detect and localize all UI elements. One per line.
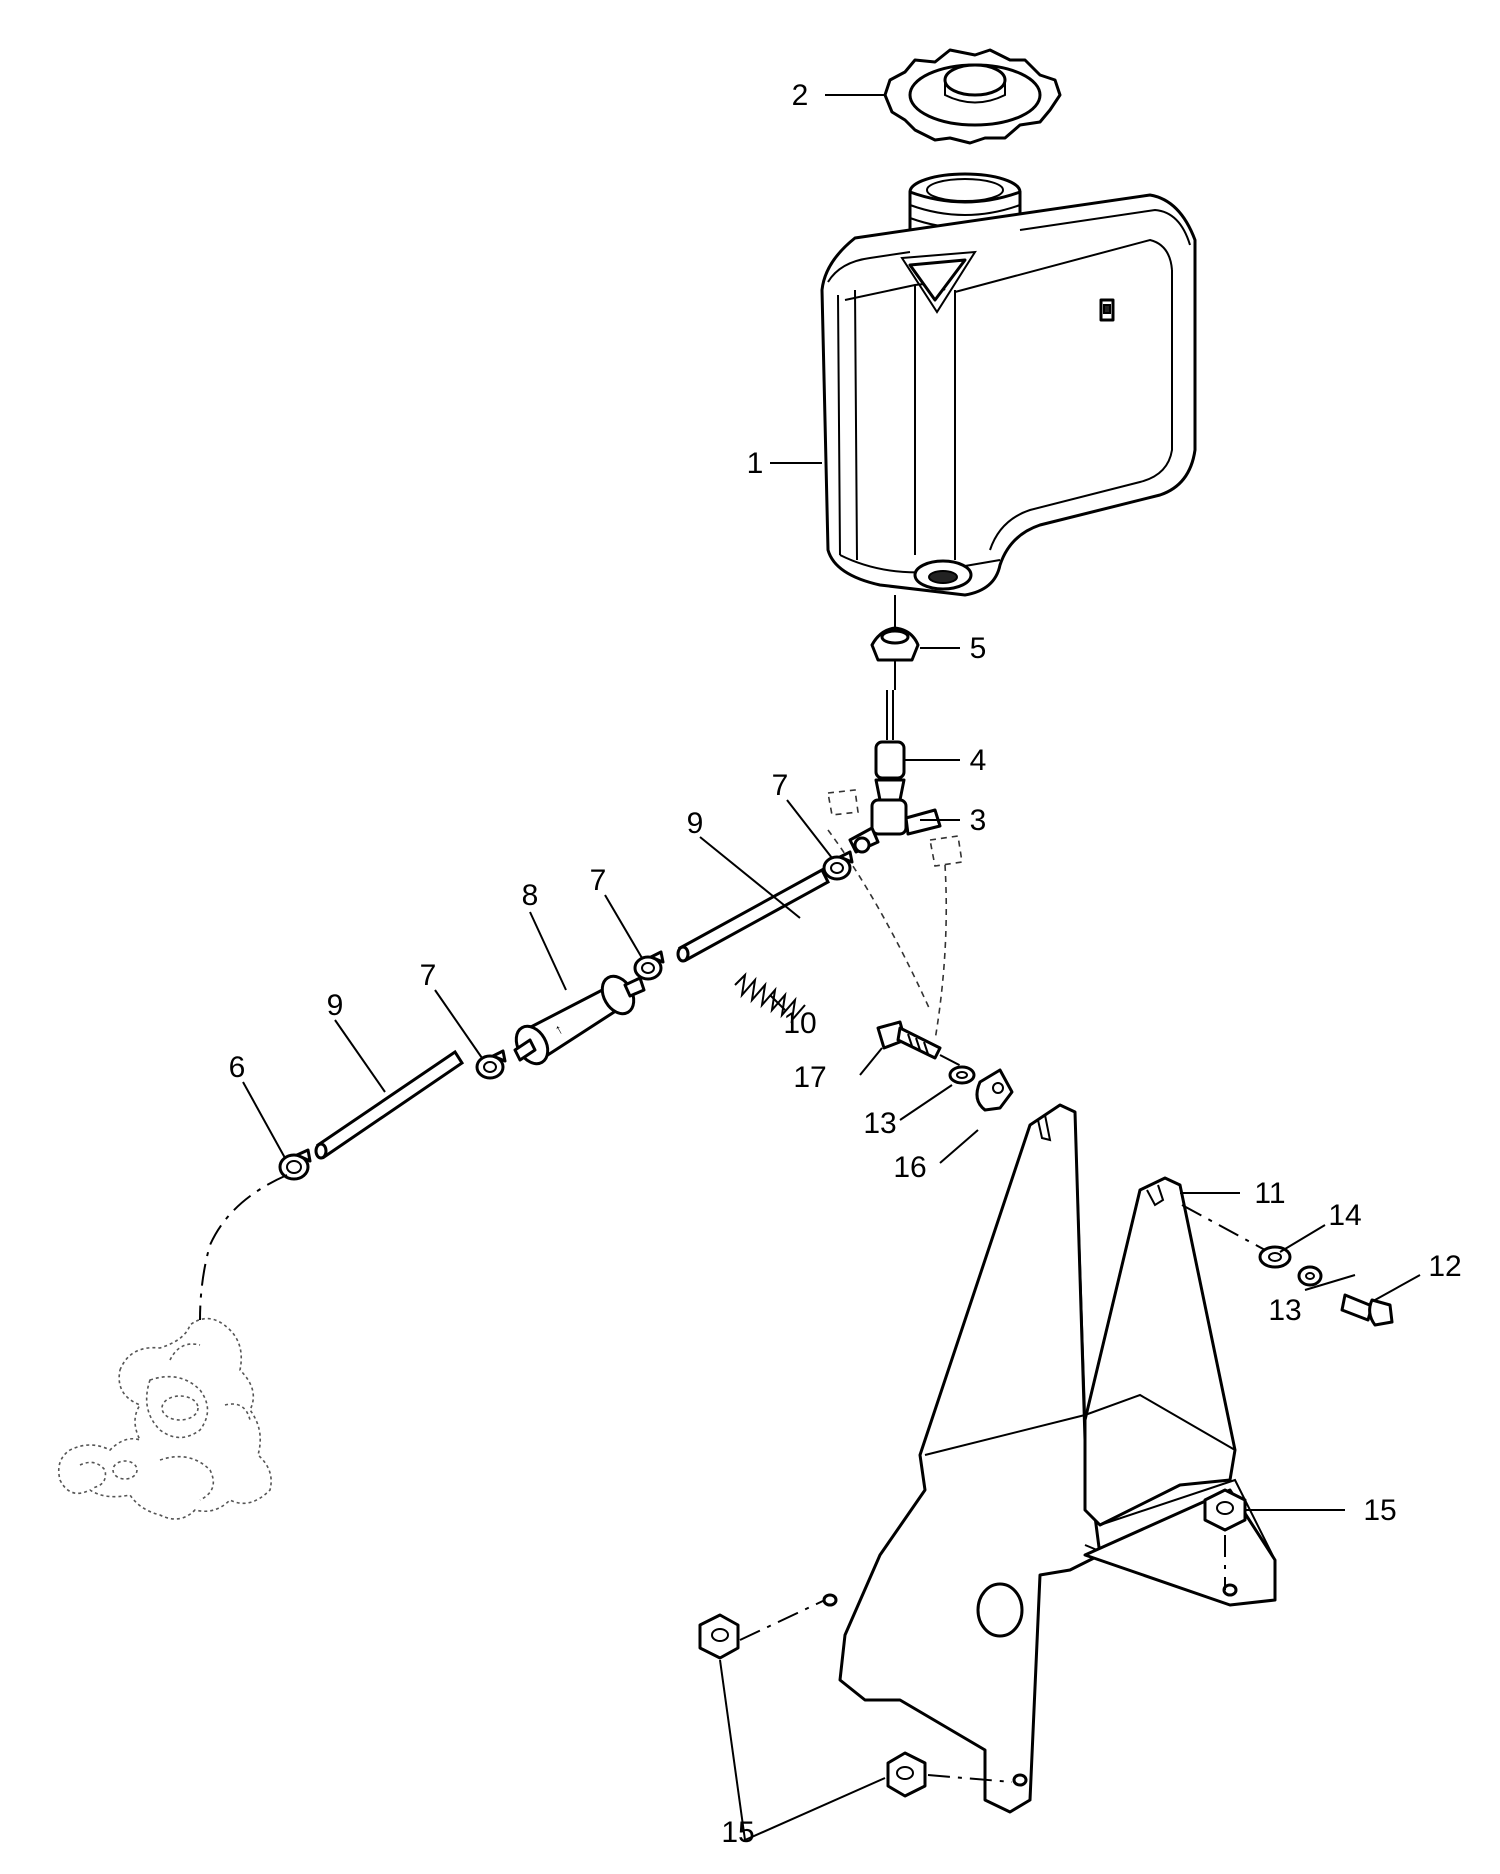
callout-1: 1 bbox=[747, 447, 764, 480]
callout-15-bottom: 15 bbox=[721, 1816, 754, 1849]
fuel-cap bbox=[883, 48, 1062, 145]
washer-13-upper bbox=[948, 1065, 976, 1085]
callout-6: 6 bbox=[229, 1051, 246, 1084]
callout-8: 8 bbox=[522, 879, 539, 912]
callout-7-lower: 7 bbox=[420, 959, 437, 992]
fuel-hose-lower bbox=[314, 1049, 465, 1160]
callout-15-right: 15 bbox=[1363, 1494, 1396, 1527]
bolt-12 bbox=[1340, 1293, 1394, 1327]
callout-17: 17 bbox=[793, 1061, 826, 1094]
callout-16: 16 bbox=[893, 1151, 926, 1184]
hose-clamp-upper bbox=[822, 850, 854, 881]
callouts: 2 1 5 4 3 7 9 7 8 7 10 9 6 17 13 16 11 1… bbox=[229, 79, 1462, 1849]
callout-3: 3 bbox=[970, 804, 987, 837]
washer-14 bbox=[1181, 1204, 1292, 1269]
leader-lines bbox=[242, 94, 1421, 1841]
nut-15-left bbox=[698, 1599, 826, 1660]
hose-clamp-lower bbox=[475, 1049, 507, 1080]
callout-10: 10 bbox=[783, 1007, 816, 1040]
hose-clamp-middle bbox=[633, 950, 665, 981]
tank-grommet bbox=[870, 626, 920, 662]
callout-12: 12 bbox=[1428, 1250, 1461, 1283]
nut-15-bottom bbox=[886, 1751, 1013, 1798]
callout-13-upper: 13 bbox=[863, 1107, 896, 1140]
callout-14: 14 bbox=[1328, 1199, 1361, 1232]
callout-5: 5 bbox=[970, 632, 987, 665]
clip-16 bbox=[975, 1068, 1014, 1112]
callout-9-upper: 9 bbox=[687, 807, 704, 840]
fuel-hose-upper bbox=[676, 867, 830, 963]
shutoff-valve bbox=[848, 778, 942, 854]
callout-13-lower: 13 bbox=[1268, 1294, 1301, 1327]
mounting-bracket bbox=[822, 1103, 1277, 1814]
phantom-carburetor bbox=[57, 1174, 288, 1520]
fuel-tank bbox=[820, 172, 1197, 597]
bolt-17 bbox=[876, 1020, 966, 1069]
callout-7-middle: 7 bbox=[590, 864, 607, 897]
inline-fuel-filter: ↑ bbox=[513, 974, 646, 1066]
fuel-pickup bbox=[874, 690, 906, 780]
callout-4: 4 bbox=[970, 744, 987, 777]
spring bbox=[734, 972, 806, 1024]
callout-7-upper: 7 bbox=[772, 769, 789, 802]
phantom-valve-mount bbox=[827, 789, 963, 1041]
lockwasher-13-lower bbox=[1297, 1265, 1323, 1287]
callout-9-lower: 9 bbox=[327, 989, 344, 1022]
callout-11: 11 bbox=[1254, 1177, 1285, 1210]
nut-15-right bbox=[1203, 1488, 1247, 1590]
callout-2: 2 bbox=[792, 79, 809, 112]
hose-clamp-carb bbox=[278, 1148, 312, 1181]
